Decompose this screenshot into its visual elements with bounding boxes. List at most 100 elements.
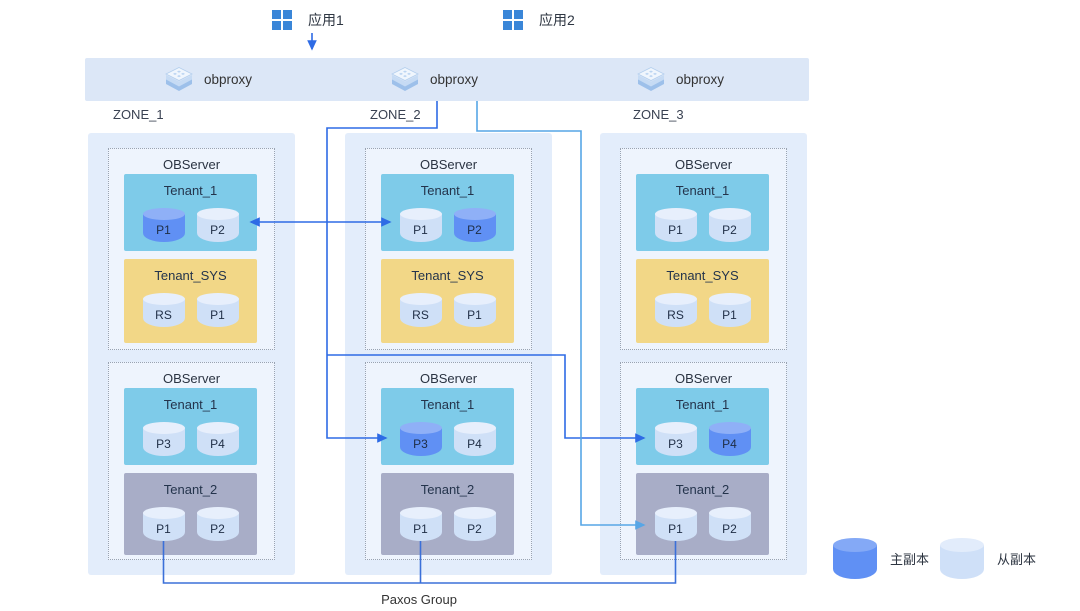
obproxy-stack-icon	[391, 67, 419, 91]
partition-cylinder: P2	[708, 208, 751, 242]
tenant-box-tenant2: Tenant_2 P1 P2	[636, 473, 769, 555]
paxos-group-label: Paxos Group	[381, 592, 457, 607]
observer-box: OBServer Tenant_1 P1 P2 Tenant_SYS RS P1	[108, 148, 275, 350]
zone-1-label: ZONE_1	[113, 107, 164, 122]
partition-label: P1	[413, 222, 428, 237]
partition-label: P1	[210, 307, 225, 322]
partition-row: P1 P2	[124, 507, 257, 541]
obproxy-item-3: obproxy	[636, 66, 724, 93]
partition-label: P2	[722, 521, 737, 536]
partition-cylinder: P3	[654, 422, 697, 456]
partition-cylinder: P2	[453, 507, 496, 541]
partition-cylinder: P1	[196, 293, 239, 327]
partition-label: P3	[156, 436, 171, 451]
partition-label: P1	[156, 521, 171, 536]
partition-row: RS P1	[124, 293, 257, 327]
partition-cylinder: P1	[654, 507, 697, 541]
observer-box: OBServer Tenant_1 P1 P2 Tenant_SYS RS P1	[365, 148, 532, 350]
partition-label: RS	[155, 307, 172, 322]
partition-cylinder: P1	[708, 293, 751, 327]
partition-label: P1	[668, 521, 683, 536]
partition-row: RS P1	[636, 293, 769, 327]
app-grid-icon	[503, 10, 523, 30]
partition-label: P3	[413, 436, 428, 451]
obproxy-stack-icon	[637, 67, 665, 91]
legend-primary-label: 主副本	[890, 552, 930, 567]
tenant-name: Tenant_2	[420, 482, 475, 497]
tenant-name: Tenant_1	[675, 183, 730, 198]
app-1-label: 应用1	[308, 12, 344, 28]
partition-cylinder: P4	[453, 422, 496, 456]
tenant-box-sys: Tenant_SYS RS P1	[381, 259, 514, 343]
partition-cylinder-primary: P3	[399, 422, 442, 456]
tenant-box-sys: Tenant_SYS RS P1	[124, 259, 257, 343]
tenant-name: Tenant_1	[675, 397, 730, 412]
tenant-name: Tenant_2	[163, 482, 218, 497]
tenant-name: Tenant_1	[163, 183, 218, 198]
zone-3-label: ZONE_3	[633, 107, 684, 122]
partition-cylinder: P2	[196, 507, 239, 541]
tenant-name: Tenant_1	[163, 397, 218, 412]
tenant-box-tenant2: Tenant_2 P1 P2	[381, 473, 514, 555]
tenant-name: Tenant_SYS	[154, 268, 227, 283]
partition-cylinder-primary: P1	[142, 208, 185, 242]
partition-label: P2	[210, 222, 225, 237]
app-2-label: 应用2	[539, 12, 575, 28]
partition-label: P2	[210, 521, 225, 536]
partition-cylinder: P1	[399, 208, 442, 242]
partition-row: P3 P4	[381, 422, 514, 456]
partition-label: P4	[467, 436, 482, 451]
legend-follower-label: 从副本	[997, 552, 1037, 567]
partition-label: P4	[722, 436, 737, 451]
tenant-box-sys: Tenant_SYS RS P1	[636, 259, 769, 343]
partition-label: P1	[467, 307, 482, 322]
partition-row: P3 P4	[124, 422, 257, 456]
partition-cylinder: P1	[142, 507, 185, 541]
app-1: 应用1	[272, 10, 344, 30]
obproxy-label: obproxy	[676, 72, 725, 87]
partition-cylinder: P2	[708, 507, 751, 541]
tenant-box-tenant1: Tenant_1 P1 P2	[636, 174, 769, 251]
observer-box: OBServer Tenant_1 P3 P4 Tenant_2 P1 P2	[108, 362, 275, 560]
obproxy-item-2: obproxy	[390, 66, 478, 93]
tenant-name: Tenant_SYS	[666, 268, 739, 283]
tenant-box-tenant1: Tenant_1 P3 P4	[124, 388, 257, 465]
zone-2: OBServer Tenant_1 P1 P2 Tenant_SYS RS P1…	[345, 133, 552, 575]
obproxy-label: obproxy	[430, 72, 479, 87]
zone-2-label: ZONE_2	[370, 107, 421, 122]
obproxy-item-1: obproxy	[164, 66, 252, 93]
observer-box: OBServer Tenant_1 P3 P4 Tenant_2 P1 P2	[620, 362, 787, 560]
tenant-name: Tenant_SYS	[411, 268, 484, 283]
obproxy-bar: obproxy obproxy obproxy	[85, 58, 809, 101]
obproxy-label: obproxy	[204, 72, 253, 87]
app-grid-icon	[272, 10, 292, 30]
partition-label: P1	[413, 521, 428, 536]
partition-cylinder: RS	[399, 293, 442, 327]
observer-title: OBServer	[162, 157, 221, 172]
partition-label: RS	[667, 307, 684, 322]
partition-cylinder: RS	[654, 293, 697, 327]
tenant-box-tenant1: Tenant_1 P1 P2	[381, 174, 514, 251]
partition-cylinder: P4	[196, 422, 239, 456]
observer-title: OBServer	[674, 371, 733, 386]
partition-row: P1 P2	[636, 507, 769, 541]
partition-label: P2	[722, 222, 737, 237]
partition-label: P1	[722, 307, 737, 322]
partition-label: P4	[210, 436, 225, 451]
partition-cylinder-primary: P4	[708, 422, 751, 456]
obproxy-stack-icon	[165, 67, 193, 91]
partition-row: P3 P4	[636, 422, 769, 456]
legend-follower: 从副本	[940, 538, 1036, 579]
zone-1: OBServer Tenant_1 P1 P2 Tenant_SYS RS P1…	[88, 133, 295, 575]
observer-title: OBServer	[419, 371, 478, 386]
partition-cylinder: P1	[654, 208, 697, 242]
partition-label: P2	[467, 521, 482, 536]
legend-primary: 主副本	[833, 538, 929, 579]
tenant-name: Tenant_1	[420, 397, 475, 412]
partition-cylinder: P3	[142, 422, 185, 456]
tenant-box-tenant1: Tenant_1 P3 P4	[381, 388, 514, 465]
partition-row: P1 P2	[381, 507, 514, 541]
app-2: 应用2	[503, 10, 575, 30]
partition-cylinder: P1	[399, 507, 442, 541]
partition-row: P1 P2	[124, 208, 257, 242]
